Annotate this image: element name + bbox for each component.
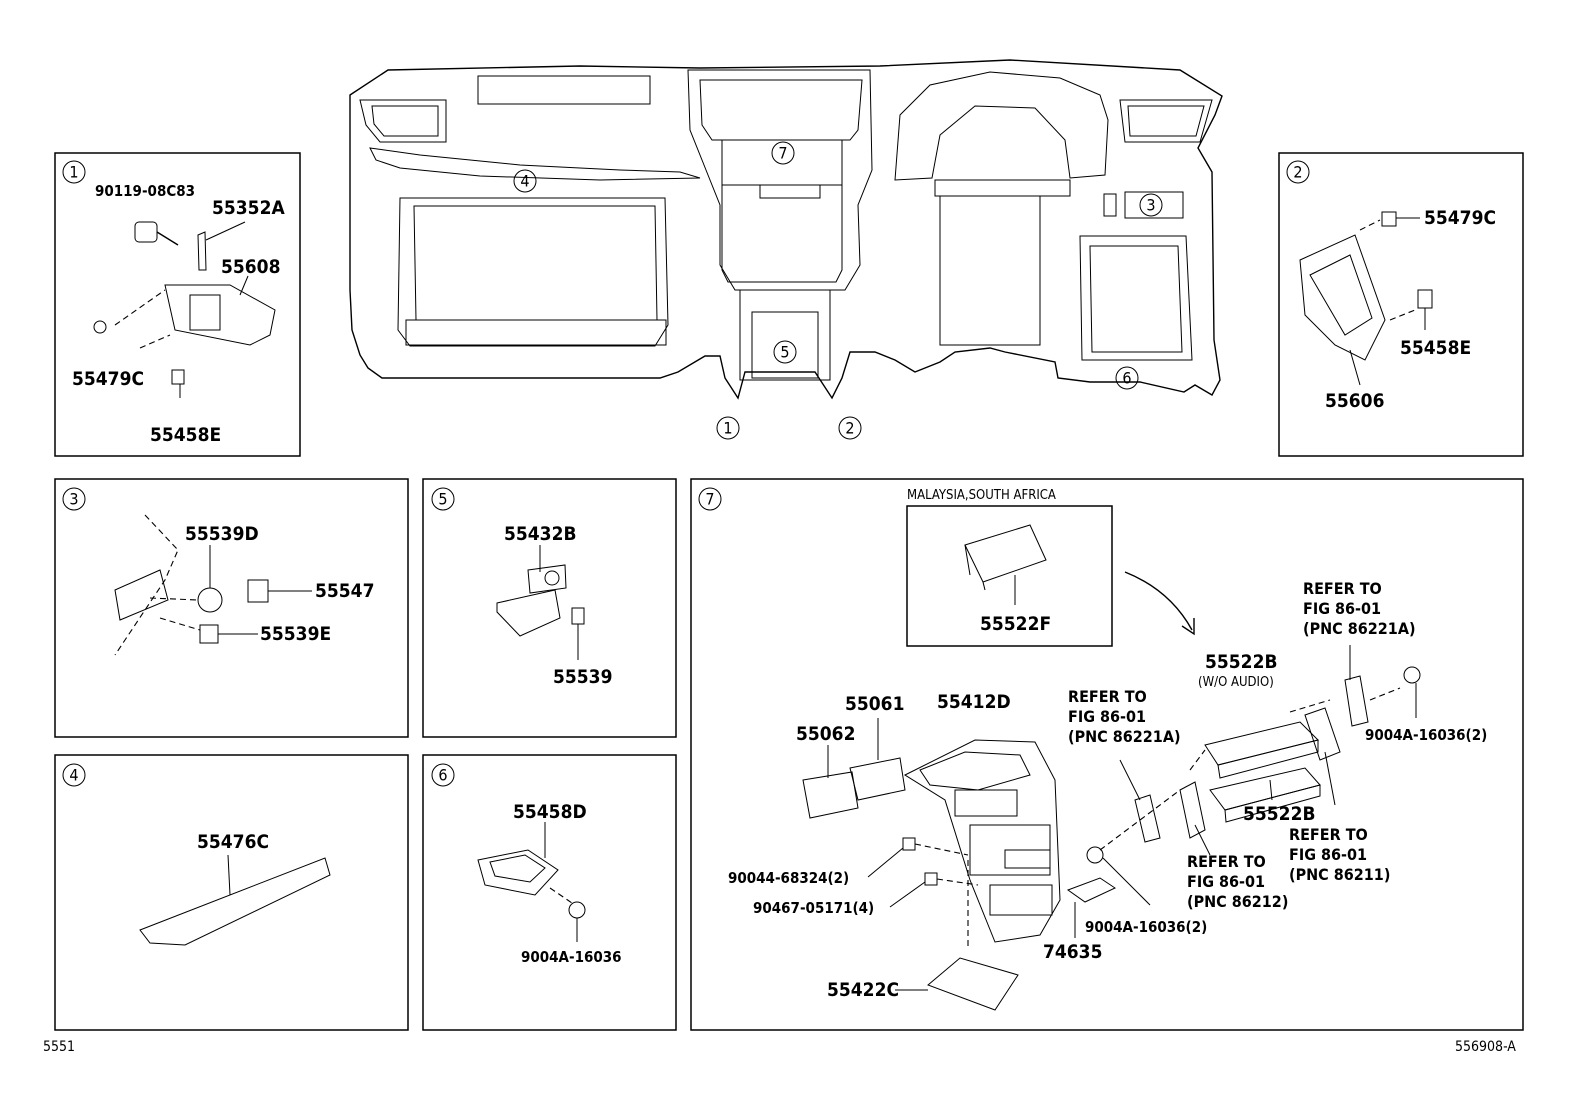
part-label: 9004A-16036(2) <box>1365 726 1487 744</box>
part-label: 55539 <box>553 666 612 688</box>
part-label: 55539E <box>260 623 331 645</box>
part-label: 2 <box>845 419 854 438</box>
instrument-panel-main-view: 4 7 3 5 6 1 2 <box>349 59 1223 440</box>
part-label: 1 <box>69 163 78 182</box>
detail-box-1: 1 90119-08C83 55352A 55608 55479C 55458E <box>54 152 301 457</box>
part-label: 9004A-16036(2) <box>1085 918 1207 936</box>
part-label: FIG 86-01 <box>1068 707 1146 726</box>
callout-4: 4 <box>513 169 537 193</box>
part-label: 55458E <box>1400 337 1471 359</box>
part-label: 55062 <box>796 723 855 745</box>
part-label: 55412D <box>937 691 1011 713</box>
part-label: 90119-08C83 <box>95 182 195 200</box>
part-label: MALAYSIA,SOUTH AFRICA <box>907 488 1056 503</box>
part-label: 9004A-16036 <box>521 948 622 966</box>
part-label: FIG 86-01 <box>1289 845 1367 864</box>
part-label: 55422C <box>827 979 899 1001</box>
part-label: (W/O AUDIO) <box>1198 675 1274 690</box>
part-label: 55479C <box>1424 207 1496 229</box>
part-label: 5 <box>438 490 447 509</box>
part-label: 55547 <box>315 580 374 602</box>
part-label: 1 <box>723 419 732 438</box>
part-label: 90044-68324(2) <box>728 869 849 887</box>
footer-left-code: 5551 <box>43 1039 75 1055</box>
part-label: 55522B <box>1205 651 1278 673</box>
part-label: 55458E <box>150 424 221 446</box>
callout-3: 3 <box>1139 193 1163 217</box>
detail-box-6: 6 55458D 9004A-16036 <box>422 754 677 1031</box>
part-label: REFER TO <box>1187 852 1266 871</box>
part-label: (PNC 86211) <box>1289 865 1390 884</box>
part-label: FIG 86-01 <box>1303 599 1381 618</box>
part-label: 55432B <box>504 523 577 545</box>
part-label: 6 <box>438 766 447 785</box>
part-label: 55539D <box>185 523 259 545</box>
part-label: (PNC 86221A) <box>1068 727 1181 746</box>
part-label: 55606 <box>1325 390 1384 412</box>
part-label: FIG 86-01 <box>1187 872 1265 891</box>
part-label: 55522B <box>1243 803 1316 825</box>
callout-6: 6 <box>1115 366 1139 390</box>
part-label: 55458D <box>513 801 587 823</box>
part-label: (PNC 86221A) <box>1303 619 1416 638</box>
part-label: (PNC 86212) <box>1187 892 1288 911</box>
part-label: 6 <box>1122 369 1131 388</box>
detail-box-7: 7 MALAYSIA,SOUTH AFRICA 55522F <box>690 478 1524 1031</box>
inset-malaysia-south-africa: MALAYSIA,SOUTH AFRICA 55522F <box>906 488 1113 647</box>
detail-box-3: 3 55539D 55547 55539E <box>54 478 409 738</box>
part-label: 74635 <box>1043 941 1102 963</box>
part-label: 4 <box>520 172 529 191</box>
footer-right-code: 556908-A <box>1455 1039 1516 1055</box>
part-label: 7 <box>778 144 787 163</box>
callout-7: 7 <box>771 141 795 165</box>
part-label: REFER TO <box>1068 687 1147 706</box>
part-label: 7 <box>705 490 714 509</box>
callout-1: 1 <box>716 416 740 440</box>
part-label: REFER TO <box>1303 579 1382 598</box>
callout-5: 5 <box>773 340 797 364</box>
part-label: 55479C <box>72 368 144 390</box>
part-label: 55061 <box>845 693 904 715</box>
detail-box-5: 5 55432B 55539 <box>422 478 677 738</box>
part-label: 3 <box>1146 196 1155 215</box>
part-label: 90467-05171(4) <box>753 899 874 917</box>
part-label: 4 <box>69 766 78 785</box>
part-label: 3 <box>69 490 78 509</box>
part-label: 55522F <box>980 613 1051 635</box>
detail-box-4: 4 55476C <box>54 754 409 1031</box>
part-label: 55476C <box>197 831 269 853</box>
part-label: 5 <box>780 343 789 362</box>
callout-2: 2 <box>838 416 862 440</box>
part-label: 55352A <box>212 197 285 219</box>
part-label: 2 <box>1293 163 1302 182</box>
detail-box-2: 2 55479C 55458E 55606 <box>1278 152 1524 457</box>
part-label: 55608 <box>221 256 280 278</box>
part-label: REFER TO <box>1289 825 1368 844</box>
